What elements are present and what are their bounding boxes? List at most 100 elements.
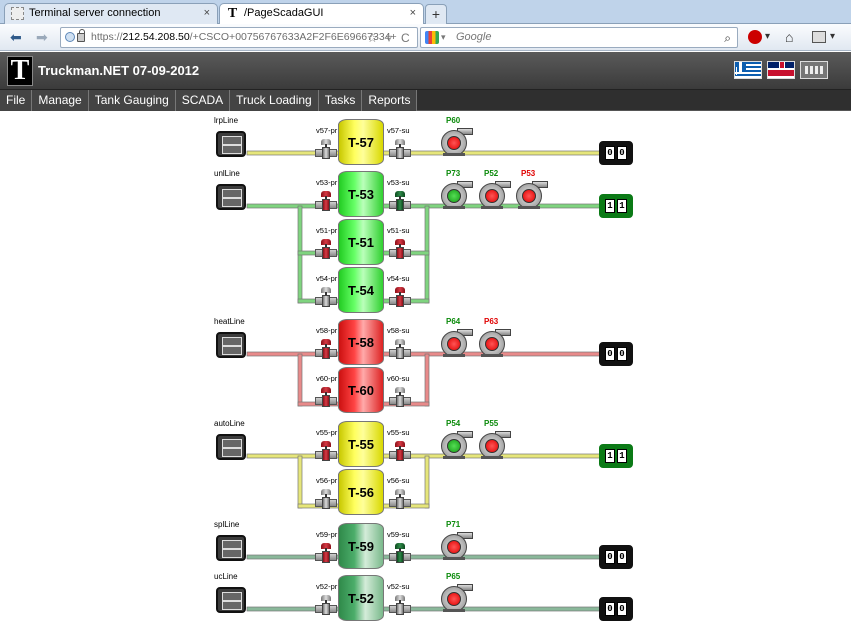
line-label-auto: autoLine [214,419,245,428]
valve-v60-su-icon[interactable] [389,387,411,407]
menu-manage[interactable]: Manage [32,90,89,111]
valve-label: v56-su [387,476,410,485]
tank-t-52[interactable]: T-52 [338,575,384,621]
valve-v56-su-icon[interactable] [389,489,411,509]
line-panel-unl[interactable] [216,184,246,210]
valve-v51-su-icon[interactable] [389,239,411,259]
close-tab-icon[interactable]: × [409,7,416,19]
valve-label: v54-su [387,274,410,283]
address-bar[interactable]: https://212.54.208.50/+CSCO+00756767633A… [60,27,418,48]
line-panel-heat[interactable] [216,332,246,358]
valve-v58-su-icon[interactable] [389,339,411,359]
dispenser-digit: 1 [617,199,627,213]
menu-dropdown-icon[interactable]: ▾ [830,31,836,42]
adblock-dropdown-icon[interactable]: ▾ [765,31,771,42]
main-menu-bar: File Manage Tank Gauging SCADA Truck Loa… [0,90,851,111]
pump-p71-icon[interactable] [441,532,473,560]
tank-t-59[interactable]: T-59 [338,523,384,569]
dispenser-digit: 0 [617,347,627,361]
valve-v54-su-icon[interactable] [389,287,411,307]
url-path: /+CSCO+00756767633A2F2F6E69667334+ [189,31,397,43]
tank-t-57[interactable]: T-57 [338,119,384,165]
tank-t-60[interactable]: T-60 [338,367,384,413]
valve-label: v58-pr [316,326,338,335]
pump-p52-icon[interactable] [479,181,511,209]
valve-v59-su-icon[interactable] [389,543,411,563]
valve-label: v51-pr [316,226,338,235]
valve-v57-pr-icon[interactable] [315,139,337,159]
bookmark-star-icon[interactable]: ☆ [367,31,378,45]
line-panel-spl[interactable] [216,535,246,561]
tab-terminal-server[interactable]: Terminal server connection × [4,3,218,24]
valve-v51-pr-icon[interactable] [315,239,337,259]
pump-label-p73: P73 [446,169,461,178]
pump-p54-icon[interactable] [441,431,473,459]
search-input[interactable]: ▾ Google ⌕ [420,27,738,48]
app-header: T Truckman.NET 07-09-2012 [0,52,851,90]
pump-p55-icon[interactable] [479,431,511,459]
search-engine-dropdown-icon[interactable]: ▾ [441,32,446,42]
valve-label: v59-pr [316,530,338,539]
adblock-icon[interactable] [748,30,762,44]
valve-v55-su-icon[interactable] [389,441,411,461]
close-tab-icon[interactable]: × [203,7,210,19]
pump-p65-icon[interactable] [441,584,473,612]
valve-v53-su-icon[interactable] [389,191,411,211]
keyboard-icon[interactable] [800,61,828,79]
valve-v58-pr-icon[interactable] [315,339,337,359]
valve-v52-pr-icon[interactable] [315,595,337,615]
line-panel-lrp[interactable] [216,131,246,157]
back-arrow-icon[interactable]: ⬅ [10,29,22,45]
pump-p60-icon[interactable] [441,128,473,156]
extension-icon[interactable] [812,31,826,43]
valve-v55-pr-icon[interactable] [315,441,337,461]
tank-t-53[interactable]: T-53 [338,171,384,217]
pump-p73-icon[interactable] [441,181,473,209]
valve-label: v52-su [387,582,410,591]
pump-p53-icon[interactable] [516,181,548,209]
valve-v54-pr-icon[interactable] [315,287,337,307]
valve-v57-su-icon[interactable] [389,139,411,159]
valve-v53-pr-icon[interactable] [315,191,337,211]
uk-flag-icon[interactable] [767,61,795,79]
valve-v56-pr-icon[interactable] [315,489,337,509]
forward-arrow-icon[interactable]: ➡ [36,29,48,45]
tank-t-55[interactable]: T-55 [338,421,384,467]
search-icon[interactable]: ⌕ [724,31,731,45]
tank-t-58[interactable]: T-58 [338,319,384,365]
line-panel-auto[interactable] [216,434,246,460]
menu-scada[interactable]: SCADA [176,90,231,111]
valve-v52-su-icon[interactable] [389,595,411,615]
valve-label: v60-su [387,374,410,383]
valve-v59-pr-icon[interactable] [315,543,337,563]
navigation-toolbar: ⬅ ➡ https://212.54.208.50/+CSCO+00756767… [0,24,851,51]
pump-p64-icon[interactable] [441,329,473,357]
greek-flag-icon[interactable] [734,61,762,79]
pump-label-p63: P63 [484,317,499,326]
reload-icon[interactable]: C [401,31,410,45]
pump-label-p52: P52 [484,169,499,178]
dispenser-digit: 0 [617,146,627,160]
pump-p63-icon[interactable] [479,329,511,357]
tank-t-54[interactable]: T-54 [338,267,384,313]
menu-file[interactable]: File [0,90,33,111]
pipe-unl-line [246,203,603,304]
history-dropdown-icon[interactable]: ▿ [386,31,393,45]
menu-truck-loading[interactable]: Truck Loading [230,90,319,111]
tank-t-56[interactable]: T-56 [338,469,384,515]
tab-scada-gui[interactable]: T /PageScadaGUI × [219,3,424,25]
home-icon[interactable]: ⌂ [785,29,794,45]
new-tab-button[interactable]: + [425,4,447,24]
valve-v60-pr-icon[interactable] [315,387,337,407]
tank-t-51[interactable]: T-51 [338,219,384,265]
menu-tasks[interactable]: Tasks [319,90,363,111]
menu-reports[interactable]: Reports [362,90,418,111]
line-panel-uc[interactable] [216,587,246,613]
menu-tank-gauging[interactable]: Tank Gauging [89,90,176,111]
